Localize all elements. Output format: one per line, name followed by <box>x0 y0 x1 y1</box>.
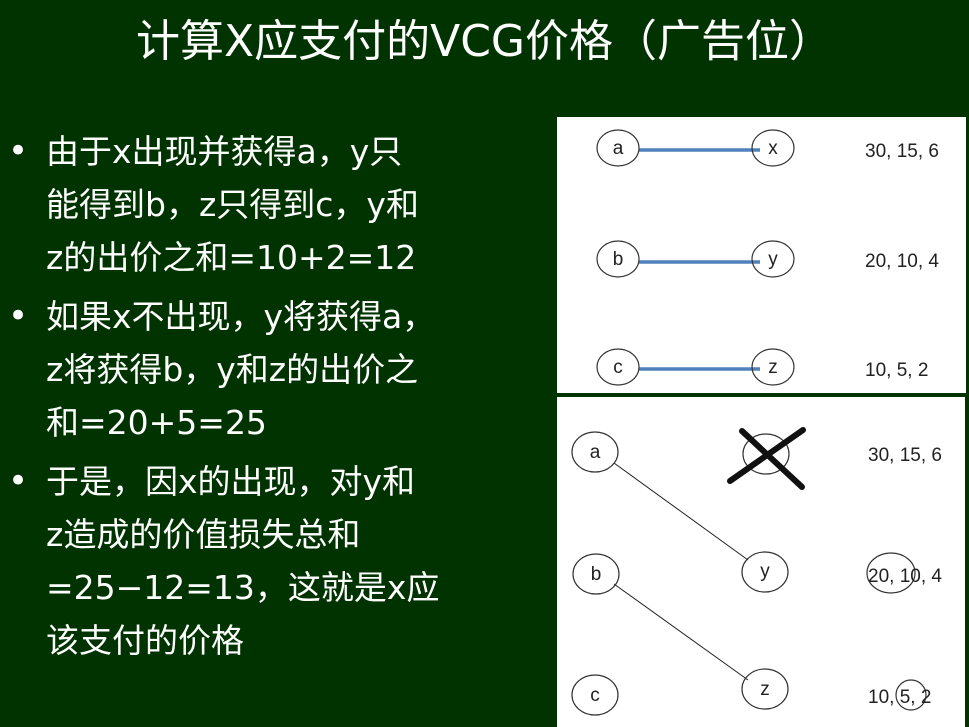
highlight-circle <box>895 679 927 711</box>
bidder-label: z <box>760 679 770 700</box>
bullet-text: z造成的价值损失总和 <box>46 515 361 554</box>
bullet-item: • 于是，因x的出现，对y和 z造成的价值损失总和 =25−12=13，这就是x… <box>8 455 548 667</box>
bidder-node-y <box>741 551 789 593</box>
bullet-text: 该支付的价格 <box>46 621 244 660</box>
slot-node-b <box>572 553 620 595</box>
slot-label: c <box>590 685 600 706</box>
bullet-text: 和=20+5=25 <box>46 403 267 442</box>
bidder-node-z <box>751 348 795 386</box>
bid-values: 10, 5, 2 <box>865 360 928 381</box>
slot-node-a <box>571 431 619 473</box>
bid-values: 10, 5, 2 <box>868 687 931 708</box>
diagram-without-x: a b c y z 30, 15, 6 20, 10, 4 10, 5, 2 <box>557 397 965 727</box>
bidder-node-x <box>751 129 795 167</box>
bullet-text: 如果x不出现，y将获得a， <box>46 297 436 336</box>
matching-edges <box>613 462 749 681</box>
bullet-text: 于是，因x的出现，对y和 <box>46 462 416 501</box>
bidder-node-z <box>741 668 789 710</box>
bullet-item: • 如果x不出现，y将获得a， z将获得b，y和z的出价之 和=20+5=25 <box>8 290 548 449</box>
bidder-label: z <box>768 357 778 378</box>
slot-label: a <box>613 138 624 159</box>
slot-label: b <box>613 249 624 270</box>
highlight-circle <box>866 552 916 594</box>
matching-edges <box>639 148 760 371</box>
bullet-dot: • <box>8 131 29 171</box>
diagram-with-x: a b c x y z 30, 15, 6 20, 10, 4 10, 5, 2 <box>557 117 966 393</box>
bid-values: 20, 10, 4 <box>868 566 942 587</box>
bullet-text: z的出价之和=10+2=12 <box>46 238 417 277</box>
bid-values: 30, 15, 6 <box>865 141 939 162</box>
bullet-text: z将获得b，y和z的出价之 <box>46 350 419 389</box>
bullet-text: =25−12=13，这就是x应 <box>46 568 440 607</box>
bullet-text: 由于x出现并获得a，y只 <box>46 132 403 171</box>
removed-bidder-node-x <box>742 433 790 475</box>
bid-values: 20, 10, 4 <box>865 251 939 272</box>
slot-label: c <box>613 357 623 378</box>
edge-a-y <box>613 462 749 561</box>
bullet-list: • 由于x出现并获得a，y只 能得到b，z只得到c，y和 z的出价之和=10+2… <box>8 125 548 673</box>
bullet-text: 能得到b，z只得到c，y和 <box>46 185 419 224</box>
slot-label: a <box>590 442 601 463</box>
slot-node-c <box>596 348 640 386</box>
slide-title: 计算X应支付的VCG价格（广告位） <box>135 16 834 67</box>
bidder-label: y <box>760 561 770 582</box>
edge-b-z <box>613 583 749 681</box>
slot-node-a <box>596 129 640 167</box>
slot-label: b <box>591 564 602 585</box>
bidder-node-y <box>751 240 795 278</box>
bullet-item: • 由于x出现并获得a，y只 能得到b，z只得到c，y和 z的出价之和=10+2… <box>8 125 548 284</box>
slot-node-c <box>571 674 619 716</box>
bidder-label: x <box>768 138 778 159</box>
cross-out-icon <box>727 427 806 490</box>
bidder-label: y <box>768 249 778 270</box>
bid-values: 30, 15, 6 <box>868 445 942 466</box>
bullet-dot: • <box>8 296 29 336</box>
bullet-dot: • <box>8 461 29 501</box>
slot-node-b <box>596 240 640 278</box>
